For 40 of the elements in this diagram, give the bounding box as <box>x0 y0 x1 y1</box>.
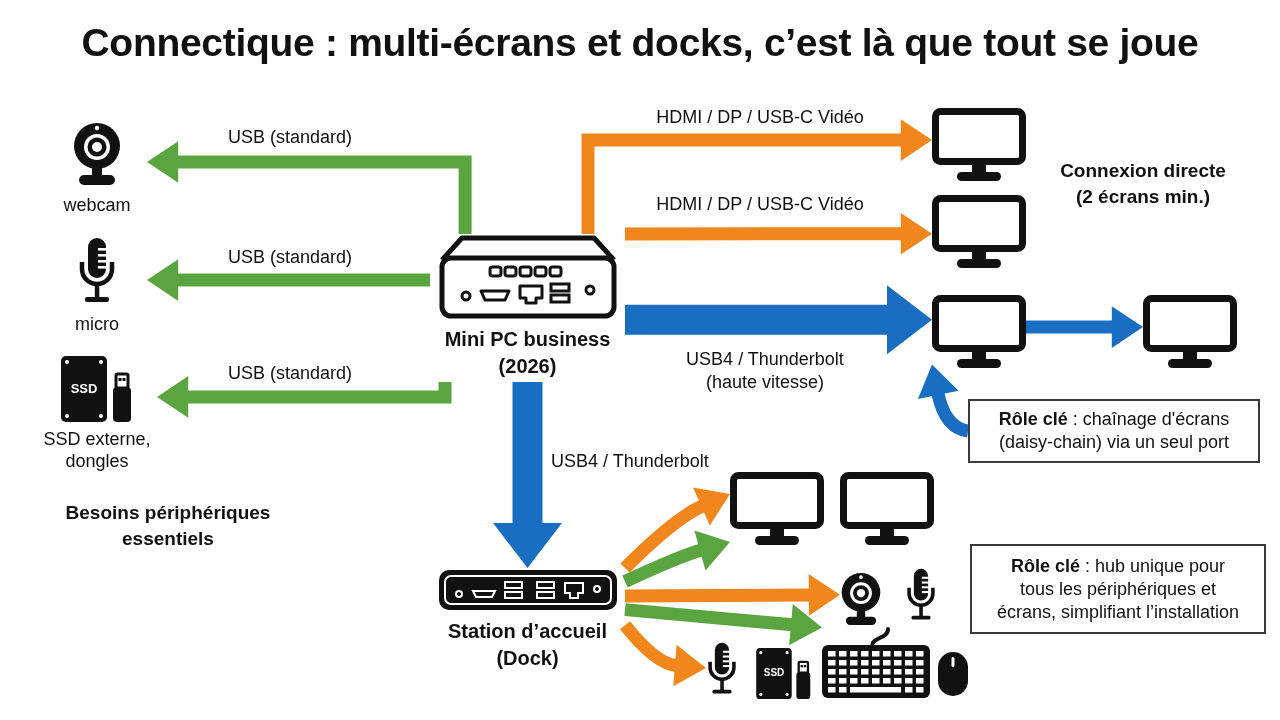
arrow <box>157 376 452 418</box>
mouse-icon <box>937 651 969 697</box>
section-heading: Besoins périphériques essentiels <box>64 501 272 551</box>
curved-arrow <box>622 530 730 588</box>
keyboard-icon <box>822 626 930 698</box>
arrow <box>493 382 562 568</box>
curved-arrow <box>619 621 706 687</box>
callout-text: Rôle clé : hub unique pour tous les périphériques et écrans, simplifiant l’installation <box>996 554 1240 624</box>
arrow <box>625 285 932 355</box>
microphone-icon <box>905 568 937 622</box>
curved-arrow <box>620 487 730 573</box>
monitor-icon <box>1143 295 1237 368</box>
monitor-icon <box>932 108 1026 181</box>
curved-arrow <box>917 364 970 438</box>
callout-box <box>970 544 1266 634</box>
monitor-icon <box>730 472 824 545</box>
callout-text: Rôle clé : chaînage d'écrans (daisy-chain) via un seul port <box>997 408 1231 454</box>
arrow <box>147 141 472 234</box>
monitor-icon <box>932 195 1026 268</box>
arrow <box>147 259 430 301</box>
ssd-and-usb-stick-icon <box>756 648 812 699</box>
monitor-icon <box>840 472 934 545</box>
arrow <box>581 119 932 234</box>
device-marking: SSD <box>763 668 785 678</box>
device-label: webcam <box>63 194 131 216</box>
arrow <box>625 212 932 255</box>
device-marking: SSD <box>70 382 98 395</box>
arrow <box>1026 306 1143 348</box>
device-label: SSD externe, dongles <box>42 428 152 472</box>
title: Connectique : multi-écrans et docks, c’est là que tout se joue <box>81 20 1199 66</box>
webcam-icon <box>840 572 882 626</box>
microphone-icon <box>706 642 738 696</box>
monitor-icon <box>932 295 1026 368</box>
arrow <box>624 574 840 616</box>
device-label: Station d’accueil (Dock) <box>447 619 608 671</box>
section-heading: Connexion directe (2 écrans min.) <box>1059 159 1227 209</box>
device-label: Mini PC business (2026) <box>443 327 612 379</box>
device-label: micro <box>75 313 119 335</box>
arrow <box>624 603 822 646</box>
callout-box <box>968 399 1260 463</box>
